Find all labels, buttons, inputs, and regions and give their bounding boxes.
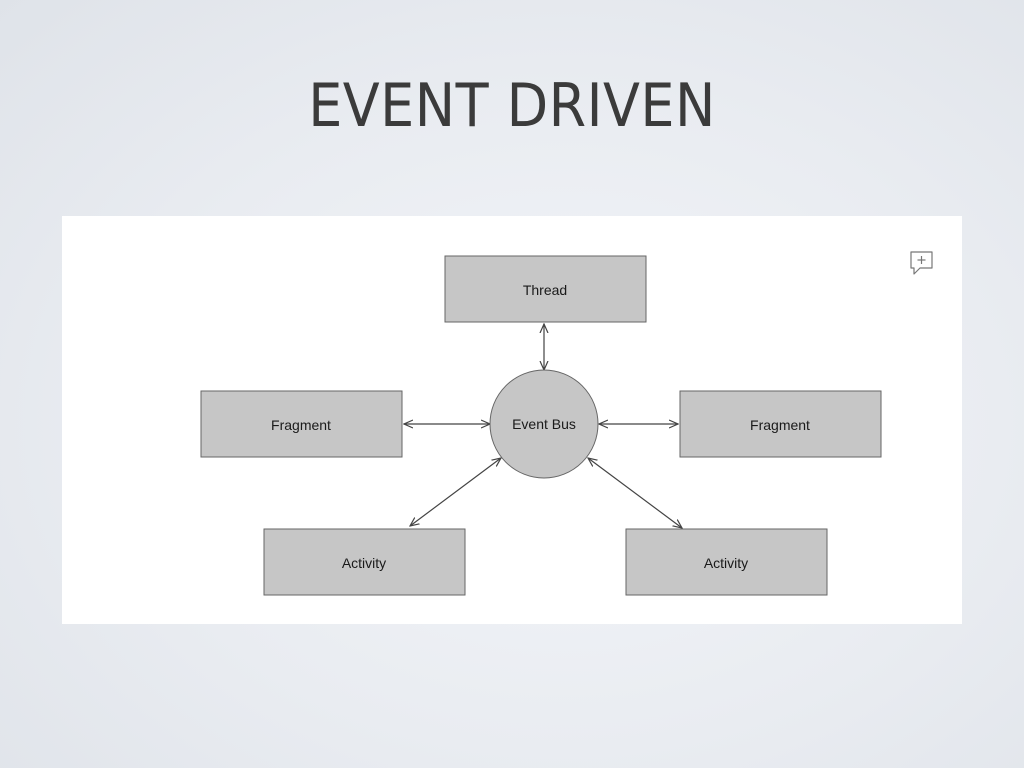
node-fragment-left: Fragment: [200, 390, 403, 458]
diagram-panel: Thread Fragment Fragment Activity Activi…: [62, 216, 962, 624]
node-event-bus-label: Event Bus: [512, 416, 576, 432]
node-event-bus: Event Bus: [489, 369, 599, 479]
node-activity-right: Activity: [625, 528, 828, 596]
event-bus-diagram: Thread Fragment Fragment Activity Activi…: [200, 251, 933, 596]
node-activity-right-label: Activity: [704, 555, 748, 571]
edge-bus-activity-left: [410, 458, 501, 526]
edge-bus-activity-right: [588, 458, 682, 528]
node-activity-left: Activity: [263, 528, 466, 596]
node-thread: Thread: [444, 255, 647, 323]
node-thread-label: Thread: [523, 282, 567, 298]
node-fragment-right-label: Fragment: [750, 417, 810, 433]
add-comment-icon[interactable]: [910, 251, 933, 275]
node-activity-left-label: Activity: [342, 555, 386, 571]
node-fragment-left-label: Fragment: [271, 417, 331, 433]
node-fragment-right: Fragment: [679, 390, 882, 458]
slide-title: EVENT DRIVEN: [308, 71, 716, 141]
